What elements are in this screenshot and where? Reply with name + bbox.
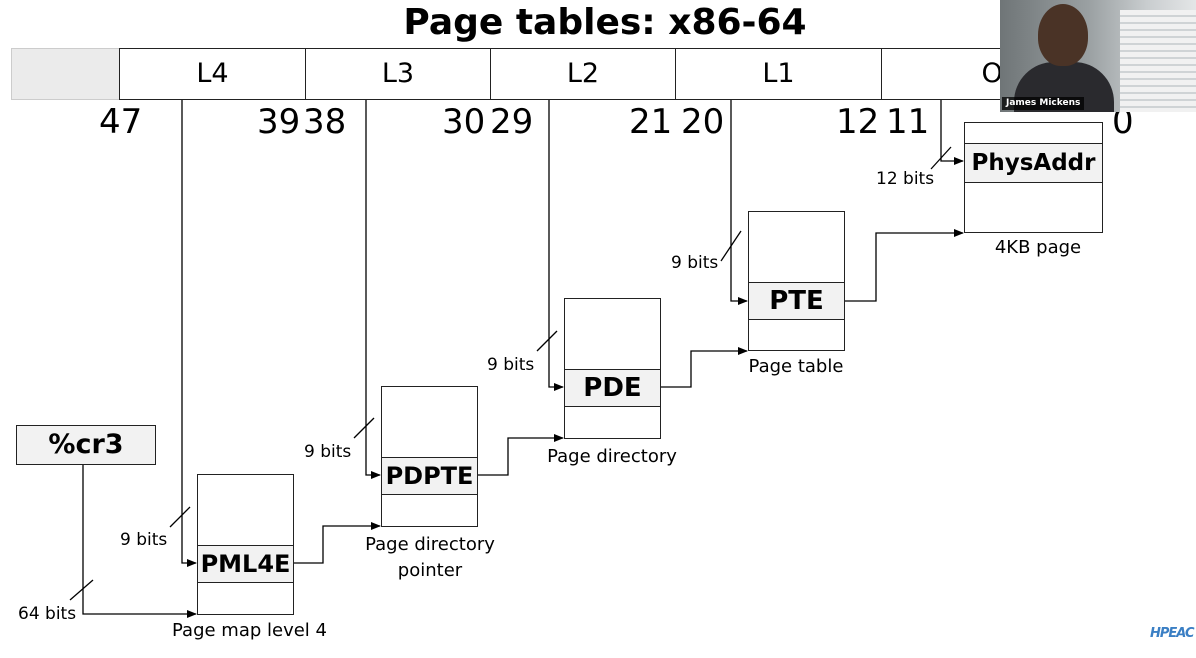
- tick-cr3: [70, 580, 93, 600]
- wire-cr3-to-pml4: [83, 465, 196, 614]
- webcam-overlay: James Mickens: [1000, 0, 1196, 112]
- webcam-presenter-head: [1038, 4, 1088, 66]
- wire-pte-to-page: [845, 233, 963, 301]
- wire-pml4e-to-pdpt: [294, 526, 380, 563]
- wire-l4-index: [182, 100, 196, 563]
- wire-pdpte-to-pd: [478, 438, 563, 475]
- webcam-name-tag: James Mickens: [1002, 97, 1084, 110]
- tick-l2: [537, 331, 557, 351]
- wire-l1-index: [731, 100, 747, 301]
- wire-l2-index: [549, 100, 563, 387]
- hpeac-logo: HPEAC: [1150, 626, 1194, 641]
- wire-pde-to-pt: [661, 351, 747, 387]
- wire-offset: [941, 100, 963, 161]
- tick-l4: [170, 507, 190, 527]
- tick-l3: [354, 418, 374, 438]
- webcam-window-blinds: [1120, 10, 1196, 112]
